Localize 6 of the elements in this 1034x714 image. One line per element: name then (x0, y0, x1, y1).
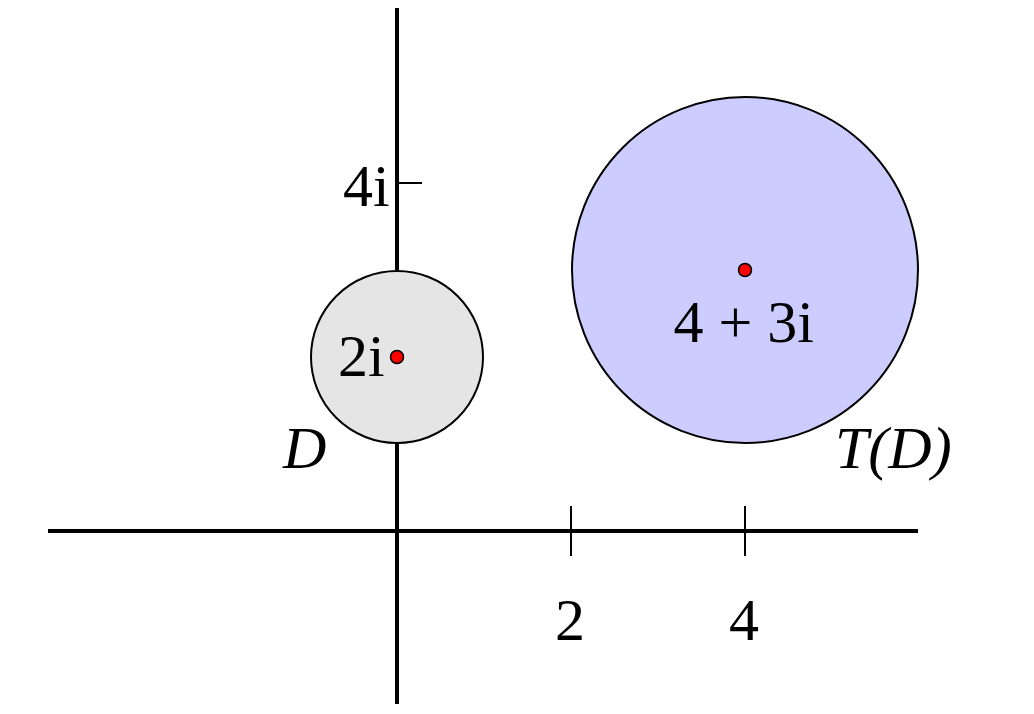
region-label: D (283, 418, 327, 478)
tick-label: 4 (729, 590, 759, 650)
tick-label: 2 (555, 590, 585, 650)
tick-label: 4i (343, 156, 390, 216)
point-label: 4 + 3i (673, 292, 814, 352)
point-label: 2i (338, 326, 385, 386)
